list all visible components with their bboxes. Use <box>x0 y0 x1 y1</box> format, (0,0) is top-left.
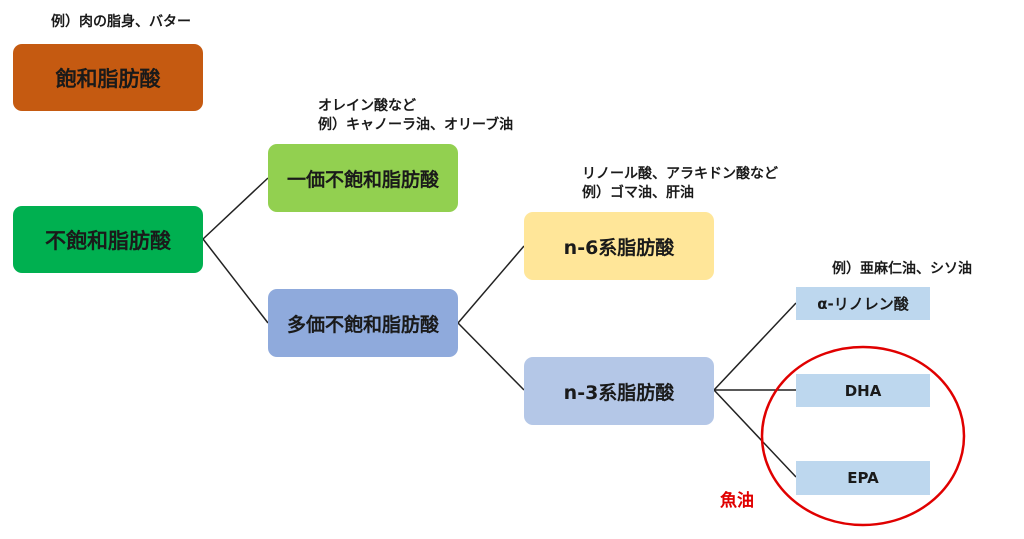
node-dha: DHA <box>796 374 930 407</box>
node-monounsaturated-fatty-acid: 一価不飽和脂肪酸 <box>268 144 458 212</box>
n6-note-line2: 例）ゴマ油、肝油 <box>582 185 694 201</box>
connector-poly-n3 <box>457 322 525 391</box>
saturated-example-note: 例）肉の脂身、バター <box>51 14 191 30</box>
node-n6-fatty-acid: n-6系脂肪酸 <box>524 212 714 280</box>
connector-unsaturated-poly <box>202 238 269 324</box>
mono-note-line2: 例）キャノーラ油、オリーブ油 <box>318 117 514 133</box>
node-epa: EPA <box>796 461 930 495</box>
fish-oil-label: 魚油 <box>720 491 754 511</box>
n6-note-line1: リノール酸、アラキドン酸など <box>582 166 778 182</box>
connector-n3-ala <box>713 302 797 391</box>
mono-note-line1: オレイン酸など <box>318 98 416 114</box>
node-n3-fatty-acid: n-3系脂肪酸 <box>524 357 714 425</box>
node-saturated-fatty-acid: 飽和脂肪酸 <box>13 44 203 111</box>
connector-unsaturated-mono <box>202 177 269 240</box>
node-unsaturated-fatty-acid: 不飽和脂肪酸 <box>13 206 203 273</box>
connector-poly-n6 <box>457 245 525 324</box>
node-alpha-linolenic-acid: α-リノレン酸 <box>796 287 930 320</box>
ala-example-note: 例）亜麻仁油、シソ油 <box>832 261 972 277</box>
connector-n3-epa <box>713 389 797 478</box>
node-polyunsaturated-fatty-acid: 多価不飽和脂肪酸 <box>268 289 458 357</box>
fish-oil-highlight-circle <box>760 345 966 527</box>
